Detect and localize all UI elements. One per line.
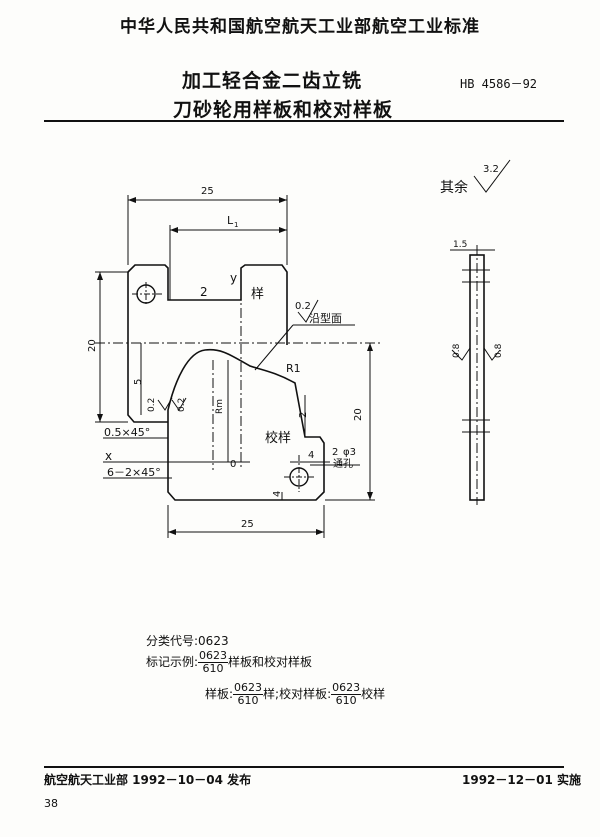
side-roughness-1: 0.8 xyxy=(452,343,462,358)
technical-drawing: 其余 3.2 25 L 1 y 2 样 0.2 沿型面 20 5 0.2 0.2… xyxy=(87,159,511,538)
footer-rule xyxy=(44,766,564,768)
dim-4-top: 4 xyxy=(308,450,314,461)
header-rule xyxy=(44,120,564,122)
check-den: 610 xyxy=(335,694,357,707)
document-title-line2: 刀砂轮用样板和校对样板 xyxy=(173,99,394,121)
dim-4-left: 4 xyxy=(272,491,283,497)
dim-rm: Rm xyxy=(215,399,225,414)
effective-date: 1992－12－01 实施 xyxy=(462,773,581,787)
roughness-profile-value: 0.2 xyxy=(295,301,311,312)
page-number: 38 xyxy=(44,797,58,810)
dim-20-right: 20 xyxy=(353,408,364,421)
dim-2-b: 2 xyxy=(298,412,309,418)
template-den: 610 xyxy=(237,694,259,707)
roughness-other-label: 其余 xyxy=(440,179,468,196)
side-dim-1-5: 1.5 xyxy=(453,240,467,250)
chamfer-0-5: 0.5×45° xyxy=(104,426,150,439)
standard-body-heading: 中华人民共和国航空航天工业部航空工业标准 xyxy=(120,17,480,37)
dim-2-c: 2 xyxy=(332,447,338,458)
label-template: 样 xyxy=(251,287,264,302)
template-suffix: 样;校对样板: xyxy=(263,687,332,701)
dim-20-left: 20 xyxy=(87,339,98,352)
roughness-02-b: 0.2 xyxy=(177,398,187,412)
standard-number: HB 4586－92 xyxy=(460,77,538,91)
dim-25-bottom: 25 xyxy=(241,519,254,530)
roughness-other-value: 3.2 xyxy=(483,164,499,175)
dim-r1: R1 xyxy=(286,362,301,375)
dim-L1-sub: 1 xyxy=(234,221,238,229)
roughness-02-a: 0.2 xyxy=(147,398,157,412)
dim-y: y xyxy=(230,271,237,285)
dim-L1: L xyxy=(227,214,234,227)
side-roughness-2: 0.8 xyxy=(494,343,504,358)
label-check-template: 校样 xyxy=(265,430,291,446)
marking-den: 610 xyxy=(202,662,224,675)
template-plate-outline xyxy=(127,272,325,501)
check-num: 0623 xyxy=(331,681,362,695)
axis-x: x xyxy=(105,449,112,463)
hole-dim: φ3 xyxy=(343,447,356,458)
check-suffix: 校样 xyxy=(361,687,386,701)
dim-2-a: 2 xyxy=(200,285,208,299)
template-num: 0623 xyxy=(233,681,264,695)
template-label: 样板: xyxy=(205,687,234,701)
template-upper-outline xyxy=(127,264,288,345)
marking-label: 标记示例: xyxy=(146,655,199,669)
chamfer-6-2: 6－2×45° xyxy=(107,466,161,479)
document-title-line1: 加工轻合金二齿立铣 xyxy=(182,70,363,92)
marking-suffix: 样板和校对样板 xyxy=(228,655,313,669)
dim-0: 0 xyxy=(230,459,236,470)
dim-5: 5 xyxy=(133,379,144,385)
dim-25-top: 25 xyxy=(201,186,214,197)
class-code: 分类代号:0623 xyxy=(146,634,229,648)
roughness-profile-label: 沿型面 xyxy=(309,311,342,325)
hole-label: 通孔 xyxy=(333,458,353,470)
issuer: 航空航天工业部 1992－10－04 发布 xyxy=(44,773,252,787)
marking-num: 0623 xyxy=(198,649,229,663)
